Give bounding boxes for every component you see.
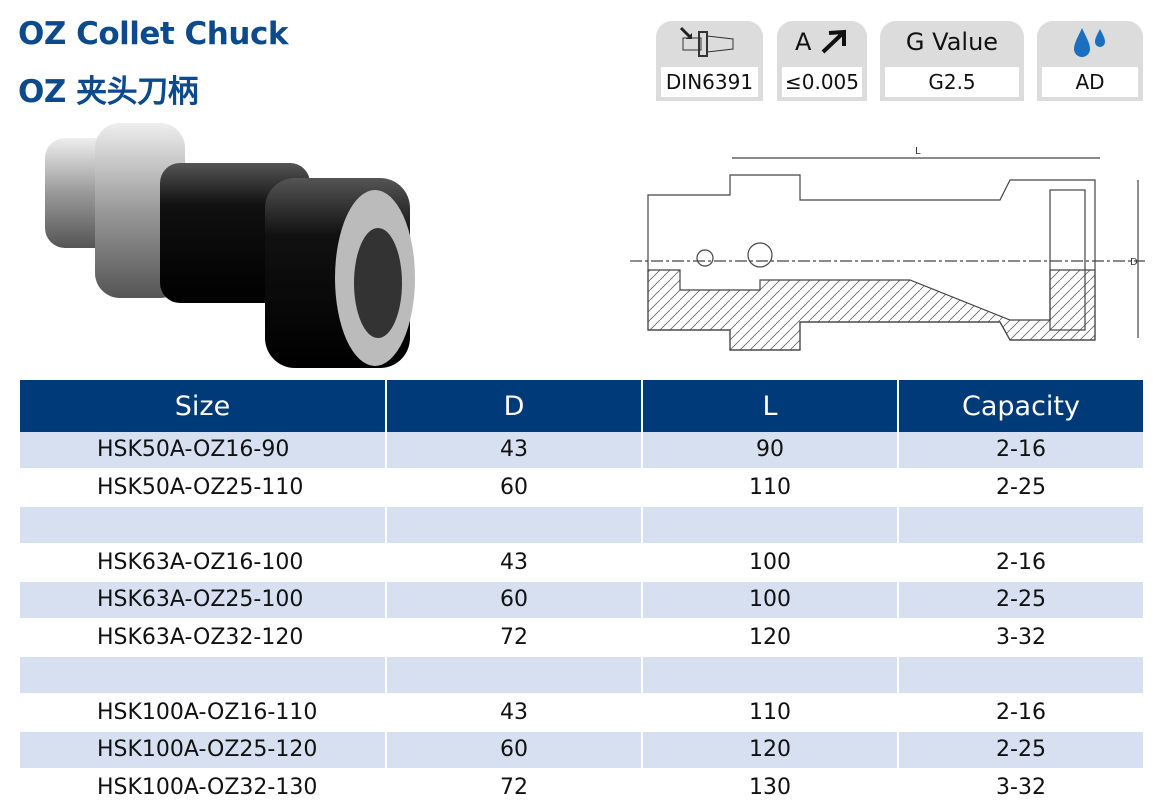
runout-arrow-icon bbox=[821, 29, 847, 54]
spec-standard: DIN6391 bbox=[656, 21, 763, 101]
coolant-drops-icon bbox=[1074, 28, 1105, 57]
header-size: Size bbox=[20, 380, 387, 432]
cell-capacity: 2-25 bbox=[898, 468, 1143, 507]
cell-capacity: 2-25 bbox=[898, 731, 1143, 770]
cell-d: 72 bbox=[386, 618, 643, 657]
cell-capacity: 2-16 bbox=[898, 543, 1143, 582]
cell-size bbox=[20, 656, 387, 695]
cell-capacity: 3-32 bbox=[898, 618, 1143, 657]
spec-runout-value: ≤0.005 bbox=[782, 67, 862, 97]
cell-d: 43 bbox=[386, 543, 643, 582]
table-row bbox=[20, 656, 1143, 695]
hsk-shank-icon bbox=[679, 26, 733, 57]
cell-size: HSK63A-OZ16-100 bbox=[20, 543, 387, 582]
cell-d bbox=[386, 506, 643, 545]
cell-capacity: 2-25 bbox=[898, 581, 1143, 620]
spec-runout: A ≤0.005 bbox=[777, 21, 867, 101]
cell-size: HSK50A-OZ25-110 bbox=[20, 468, 387, 507]
page-title-chinese: OZ 夹头刀柄 bbox=[18, 74, 199, 110]
cell-size: HSK100A-OZ32-130 bbox=[20, 768, 387, 807]
spec-balance: G Value G2.5 bbox=[880, 21, 1024, 101]
cell-l: 90 bbox=[642, 432, 899, 470]
cell-size: HSK50A-OZ16-90 bbox=[20, 432, 387, 470]
cell-d: 72 bbox=[386, 768, 643, 807]
header-l: L bbox=[642, 380, 899, 432]
cell-capacity: 3-32 bbox=[898, 768, 1143, 807]
spec-runout-label: A bbox=[794, 28, 812, 56]
table-row bbox=[20, 506, 1143, 545]
cell-l: 120 bbox=[642, 731, 899, 770]
table-header: Size D L Capacity bbox=[20, 380, 1143, 432]
cell-size: HSK63A-OZ25-100 bbox=[20, 581, 387, 620]
cell-l: 110 bbox=[642, 693, 899, 732]
cell-capacity: 2-16 bbox=[898, 693, 1143, 732]
cell-l bbox=[642, 656, 899, 695]
dim-diameter-label: D bbox=[1130, 257, 1138, 268]
cell-capacity: 2-16 bbox=[898, 432, 1143, 470]
spec-coolant: AD bbox=[1037, 21, 1143, 101]
dim-length-label: L bbox=[915, 146, 921, 157]
cell-l: 120 bbox=[642, 618, 899, 657]
technical-drawing: L D bbox=[630, 146, 1145, 351]
header-d: D bbox=[386, 380, 643, 432]
product-photo bbox=[45, 123, 415, 368]
header-capacity: Capacity bbox=[898, 380, 1143, 432]
spec-balance-value: G2.5 bbox=[885, 67, 1019, 97]
cell-d: 60 bbox=[386, 468, 643, 507]
spec-standard-value: DIN6391 bbox=[661, 67, 758, 97]
cell-size bbox=[20, 506, 387, 545]
cell-capacity bbox=[898, 656, 1143, 695]
spec-balance-label: G Value bbox=[905, 28, 999, 56]
cell-d bbox=[386, 656, 643, 695]
cell-l: 110 bbox=[642, 468, 899, 507]
cell-d: 60 bbox=[386, 581, 643, 620]
page-title: OZ Collet Chuck bbox=[18, 16, 288, 52]
cell-l: 100 bbox=[642, 543, 899, 582]
cell-capacity bbox=[898, 506, 1143, 545]
cell-size: HSK100A-OZ16-110 bbox=[20, 693, 387, 732]
cell-l: 130 bbox=[642, 768, 899, 807]
spec-coolant-value: AD bbox=[1042, 67, 1138, 97]
cell-l bbox=[642, 506, 899, 545]
cell-size: HSK63A-OZ32-120 bbox=[20, 618, 387, 657]
cell-size: HSK100A-OZ25-120 bbox=[20, 731, 387, 770]
cell-l: 100 bbox=[642, 581, 899, 620]
cell-d: 43 bbox=[386, 432, 643, 470]
cell-d: 60 bbox=[386, 731, 643, 770]
cell-d: 43 bbox=[386, 693, 643, 732]
